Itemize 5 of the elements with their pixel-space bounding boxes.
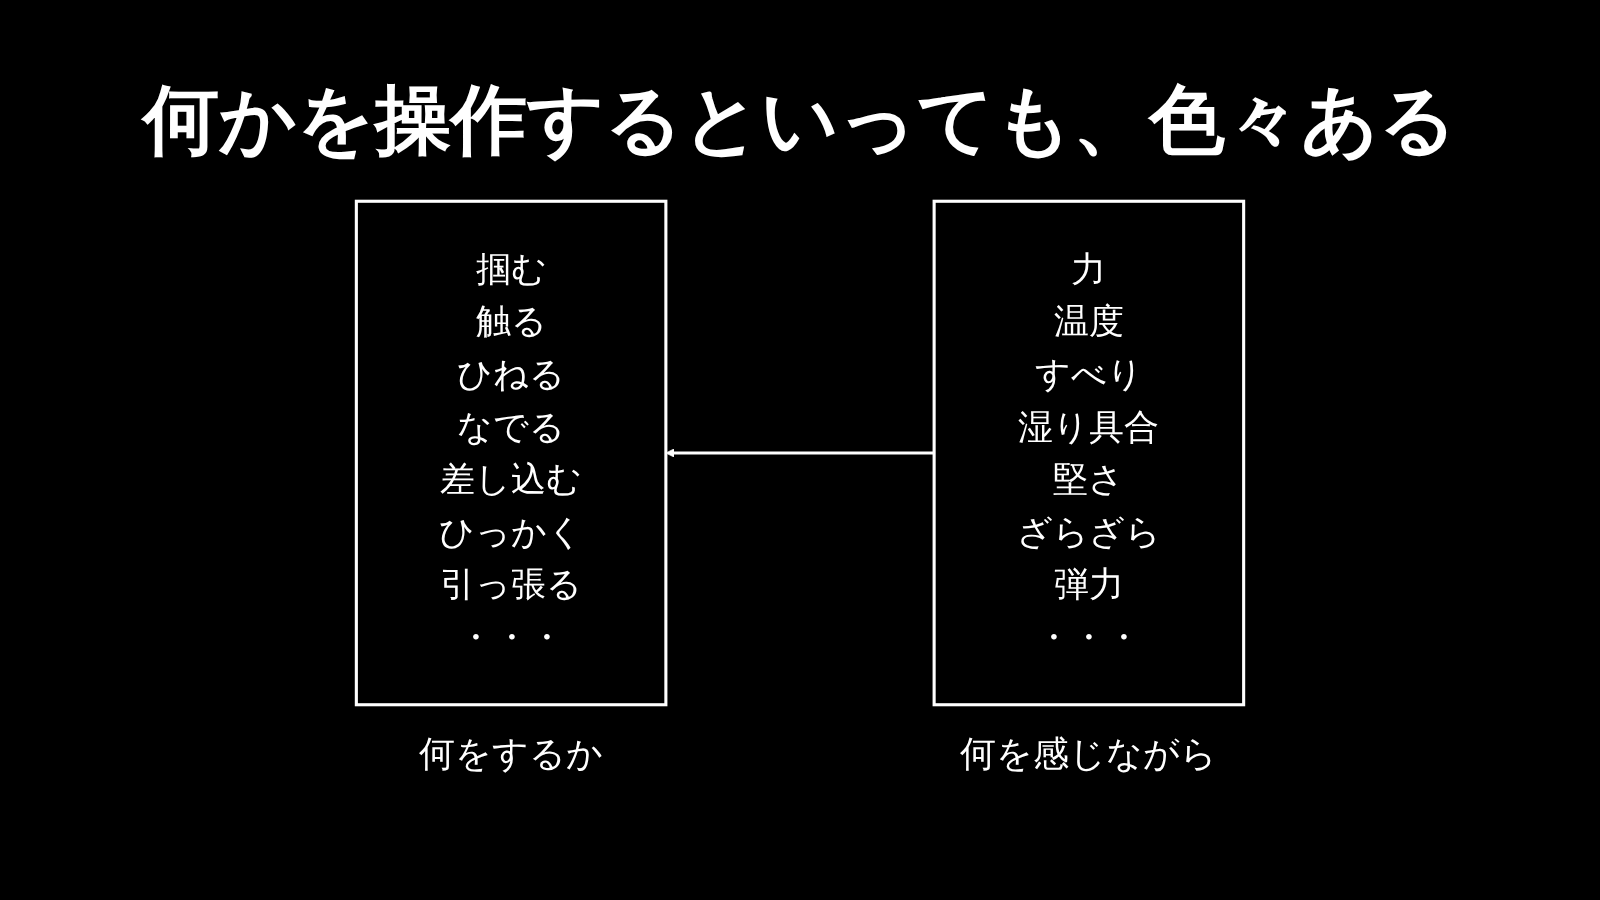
node-box: 掴む 触る ひねる なでる 差し込む ひっかく 引っ張る ・・・ bbox=[354, 199, 668, 707]
slide-title: 何かを操作するといっても、色々ある bbox=[140, 74, 1458, 166]
box-caption: 何をするか bbox=[419, 732, 604, 776]
node-box: 力 温度 すべり 湿り具合 堅さ ざらざら 弾力 ・・・ bbox=[932, 199, 1246, 707]
box-caption: 何を感じながら bbox=[960, 732, 1218, 776]
